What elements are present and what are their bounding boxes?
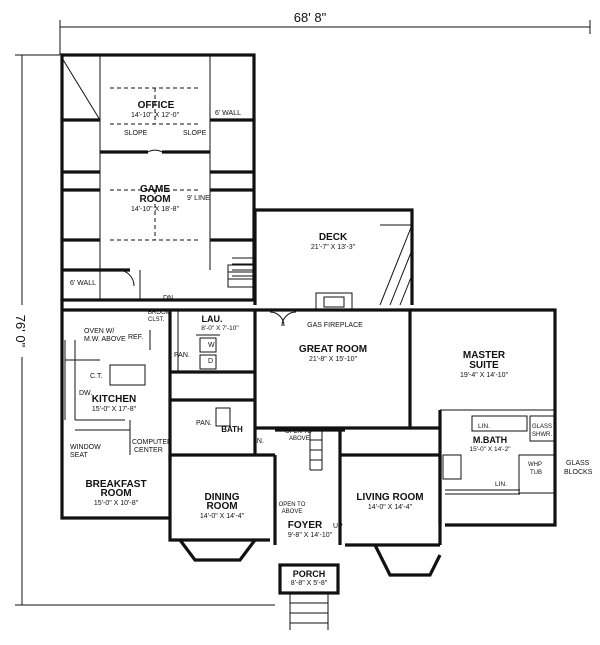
glass-shower-note-1: GLASS: [532, 424, 552, 430]
living-room-size: 14'-0" X 14'-4": [368, 504, 413, 511]
computer-center-note-1: COMPUTER: [132, 439, 172, 446]
deck-size: 21'-7" X 13'-3": [311, 244, 356, 251]
oven-note-1: OVEN W/: [84, 328, 114, 335]
porch-label: PORCH: [293, 569, 326, 579]
open-above-note-1: OPEN TO: [285, 429, 312, 435]
pantry-note-2: PAN.: [196, 420, 212, 427]
cooktop-note: C.T.: [90, 373, 103, 380]
office-label: OFFICE: [138, 100, 175, 111]
great-room-label: GREAT ROOM: [299, 344, 367, 355]
dryer-note: D: [208, 358, 213, 365]
nine-ft-line-note: 9' LINE: [187, 195, 210, 202]
washer-note: W: [208, 342, 215, 349]
master-suite-size: 19'-4" X 14'-10": [460, 372, 509, 379]
kitchen-size: 15'-0" X 17'-8": [92, 406, 137, 413]
breakfast-room-label-1: BREAKFAST: [85, 479, 146, 490]
pantry-note-1: PAN.: [174, 352, 190, 359]
laundry-label: LAU.: [202, 314, 223, 324]
stairs-down-note: DN: [163, 295, 173, 302]
dining-room-label-2: ROOM: [206, 501, 237, 512]
living-room-label: LIVING ROOM: [356, 492, 423, 503]
open-above-note-4: ABOVE: [282, 509, 303, 515]
office-6ft-wall-note: 6' WALL: [215, 110, 241, 117]
left-6ft-wall-note: 6' WALL: [70, 280, 96, 287]
kitchen-label: KITCHEN: [92, 394, 136, 405]
game-room-label-1: GAME: [140, 184, 170, 195]
master-bath-label: M.BATH: [473, 435, 507, 445]
overall-width-label: 68' 8": [294, 10, 327, 25]
glass-blocks-note-1: GLASS: [566, 460, 590, 467]
stairs-up-note: UP: [333, 523, 343, 530]
dining-room-label-1: DINING: [205, 492, 240, 503]
main-house: [60, 300, 557, 630]
open-above-note-3: OPEN TO: [279, 502, 306, 508]
porch-size: 8'-8" X 5'-8": [291, 580, 328, 587]
master-bath-size: 15'-0" X 14'-2": [469, 446, 511, 453]
half-bath-label: BATH: [221, 425, 243, 434]
refrigerator-note: REF.: [128, 334, 143, 341]
bonus-wing: [60, 53, 256, 302]
master-bath-linen-note-2: LIN.: [495, 481, 507, 488]
deck-area: [227, 208, 414, 312]
breakfast-room-label-2: ROOM: [100, 488, 131, 499]
game-room-size: 14'-10" X 18'-8": [131, 206, 180, 213]
laundry-size: 8'-0" X 7'-10": [201, 325, 239, 332]
master-suite-label-2: SUITE: [469, 360, 499, 371]
window-seat-note-2: SEAT: [70, 452, 88, 459]
foyer-label: FOYER: [288, 520, 323, 531]
great-room-size: 21'-8" X 15'-10": [309, 356, 358, 363]
glass-shower-note-2: SHWR.: [532, 432, 552, 438]
deck-label: DECK: [319, 232, 348, 243]
slope-left-note: SLOPE: [124, 130, 148, 137]
open-above-note-2: ABOVE: [289, 436, 310, 442]
whirlpool-tub-note-2: TUB: [530, 470, 542, 476]
master-bath-linen-note: LIN.: [478, 423, 490, 430]
glass-blocks-note-2: BLOCKS: [564, 469, 593, 476]
computer-center-note-2: CENTER: [134, 447, 163, 454]
slope-right-note: SLOPE: [183, 130, 207, 137]
broom-closet-note-1: BROOM: [148, 310, 171, 316]
overall-depth-label: 76' 0": [13, 315, 28, 348]
gas-fireplace-note: GAS FIREPLACE: [307, 322, 363, 329]
oven-note-2: M.W. ABOVE: [84, 336, 126, 343]
broom-closet-note-2: CLST.: [148, 317, 165, 323]
master-suite-label-1: MASTER: [463, 350, 506, 361]
dishwasher-note: DW.: [79, 390, 92, 397]
dining-room-size: 14'-0" X 14'-4": [200, 513, 245, 520]
game-room-label-2: ROOM: [139, 194, 170, 205]
window-seat-note-1: WINDOW: [70, 444, 101, 451]
foyer-size: 9'-8" X 14'-10": [288, 532, 333, 539]
breakfast-room-size: 15'-0" X 10'-8": [94, 500, 139, 507]
office-size: 14'-10" X 12'-0": [131, 112, 180, 119]
whirlpool-tub-note-1: WHP: [528, 462, 542, 468]
hall-linen-note: LN.: [253, 438, 264, 445]
